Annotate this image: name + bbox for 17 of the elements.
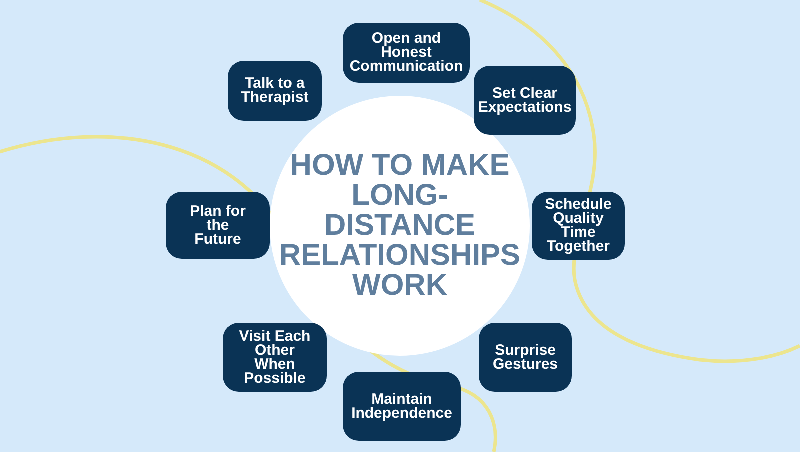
tip-box: [474, 66, 576, 135]
tip-box: [479, 323, 572, 392]
tip-label: Talk to a Therapist: [240, 77, 310, 105]
tip-label: Open and Honest Communication: [348, 32, 464, 74]
tip-label: Maintain Independence: [350, 392, 454, 420]
tip-box: [166, 192, 270, 259]
tip-box: [228, 61, 322, 121]
tip-label: Surprise Gestures: [492, 344, 560, 372]
tip-label: Plan for the Future: [189, 204, 247, 246]
tip-label: Set Clear Expectations: [477, 86, 573, 114]
tip-label: Visit Each Other When Possible: [238, 330, 312, 386]
tip-box: [343, 23, 470, 83]
tip-box: [343, 372, 461, 441]
circle-heading: HOW TO MAKE LONG-DISTANCE RELATIONSHIPS WORK: [278, 151, 522, 301]
tip-box: [532, 192, 625, 260]
tip-box: [223, 323, 327, 392]
tip-label: Schedule Quality Time Together: [544, 198, 613, 254]
